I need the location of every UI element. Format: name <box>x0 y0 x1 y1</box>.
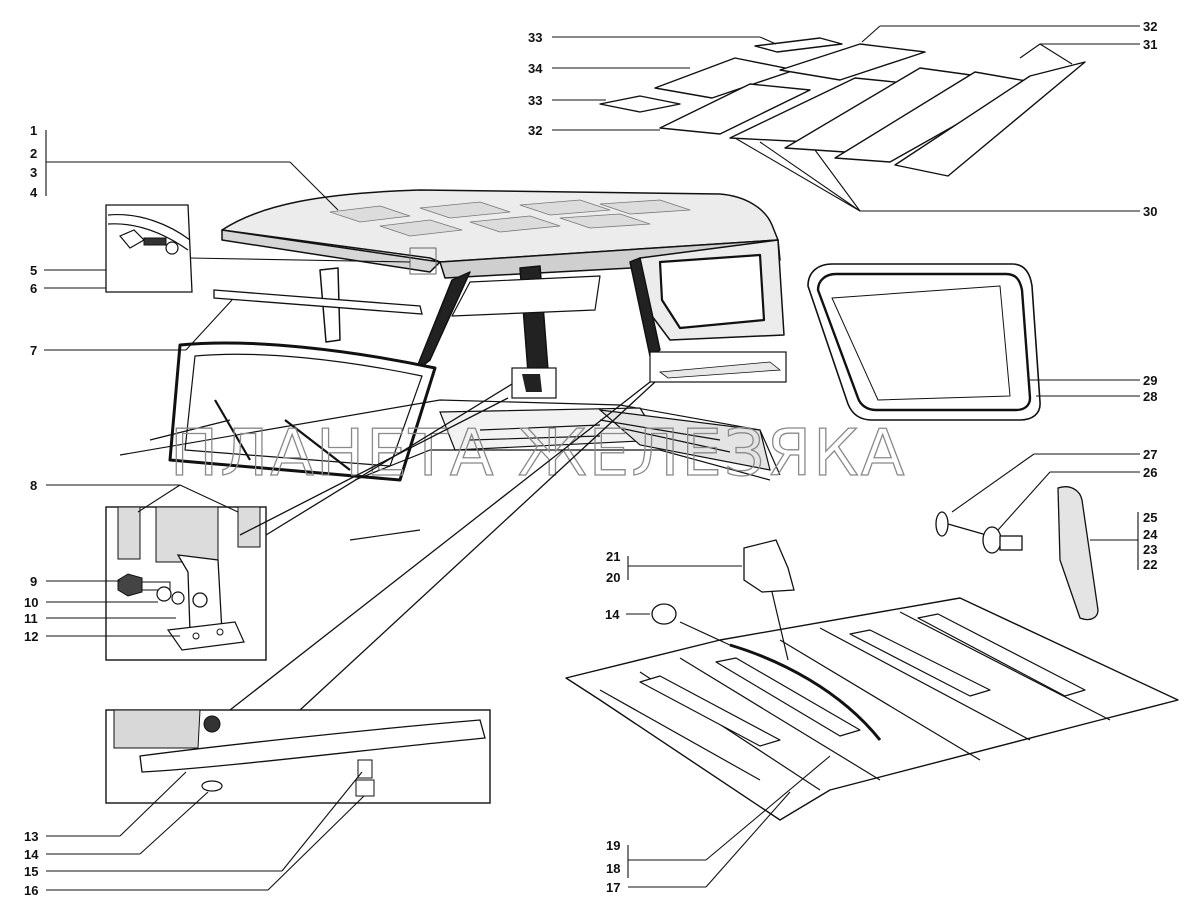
callout-16: 16 <box>24 883 38 898</box>
callout-34: 34 <box>528 61 543 76</box>
callout-26: 26 <box>1143 465 1157 480</box>
callout-31: 31 <box>1143 37 1157 52</box>
watermark-text: ПЛАНЕТА ЖЕЛЕЗЯКА <box>170 417 906 491</box>
callout-32-top: 32 <box>1143 19 1157 34</box>
callout-18: 18 <box>606 861 620 876</box>
roof-insulation-panels <box>599 37 1086 177</box>
callout-10: 10 <box>24 595 38 610</box>
leader-lines <box>44 25 1140 891</box>
roof-seal-strip <box>213 289 423 315</box>
callout-24: 24 <box>1143 527 1158 542</box>
detail-box-bracket <box>105 506 267 661</box>
callout-11: 11 <box>24 611 38 626</box>
callout-9: 9 <box>30 574 37 589</box>
windshield-frame <box>168 341 437 482</box>
callout-25: 25 <box>1143 510 1157 525</box>
callout-23: 23 <box>1143 542 1157 557</box>
callout-1: 1 <box>30 123 37 138</box>
callout-2: 2 <box>30 146 37 161</box>
headliner-panel <box>565 597 1179 821</box>
callout-13: 13 <box>24 829 38 844</box>
detail-box-rail <box>105 709 491 804</box>
callout-29: 29 <box>1143 373 1157 388</box>
callout-15: 15 <box>24 864 38 879</box>
cab-body <box>119 399 781 541</box>
callout-14-left: 14 <box>24 847 39 862</box>
callout-20: 20 <box>606 570 620 585</box>
clip-part <box>743 539 795 593</box>
callout-30: 30 <box>1143 204 1157 219</box>
callout-8: 8 <box>30 478 37 493</box>
callout-14-right: 14 <box>605 607 620 622</box>
roof-shell <box>221 189 785 373</box>
callout-5: 5 <box>30 263 37 278</box>
callout-22: 22 <box>1143 557 1157 572</box>
callout-labels: 1 2 3 4 5 6 7 8 9 10 11 12 13 14 15 16 1… <box>24 19 1158 898</box>
callout-4: 4 <box>30 185 38 200</box>
washer-part <box>651 603 677 625</box>
callout-32-mid: 32 <box>528 123 542 138</box>
callout-21: 21 <box>606 549 620 564</box>
callout-6: 6 <box>30 281 37 296</box>
callout-33-mid: 33 <box>528 93 542 108</box>
callout-17: 17 <box>606 880 620 895</box>
trim-panel <box>1057 486 1099 621</box>
side-window-glass <box>807 263 1041 421</box>
callout-27: 27 <box>1143 447 1157 462</box>
callout-33-top: 33 <box>528 30 542 45</box>
callout-3: 3 <box>30 165 37 180</box>
screw-and-bushing <box>935 511 1023 554</box>
callout-28: 28 <box>1143 389 1157 404</box>
callout-7: 7 <box>30 343 37 358</box>
detail-box-bolt <box>105 204 193 293</box>
callout-19: 19 <box>606 838 620 853</box>
callout-12: 12 <box>24 629 38 644</box>
